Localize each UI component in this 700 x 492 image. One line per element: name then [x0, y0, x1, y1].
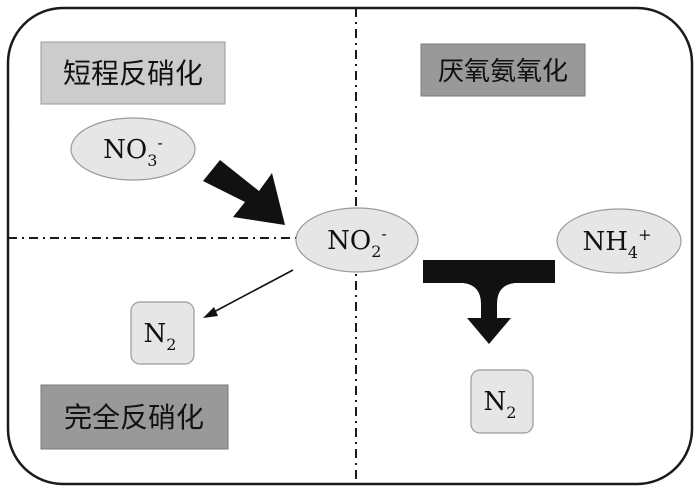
- title-short-denitrification: 短程反硝化: [40, 41, 226, 105]
- dinitrogen-left-subscript: 2: [166, 335, 176, 354]
- node-dinitrogen-left: N2: [130, 301, 195, 365]
- svg-text:NO2-: NO2-: [327, 224, 387, 261]
- arrow-nitrate-to-nitrite: [203, 160, 285, 225]
- nitrate-superscript: -: [157, 133, 162, 152]
- dinitrogen-left-base: N: [144, 319, 167, 349]
- title-complete-denitrification-text: 完全反硝化: [64, 401, 204, 434]
- arrow-nitrite-to-dinitrogen: [203, 269, 294, 318]
- ammonium-base: NH: [582, 227, 627, 257]
- node-nitrite: NO2-: [295, 207, 419, 273]
- node-ammonium: NH4+: [556, 208, 682, 274]
- svg-text:N2: N2: [484, 387, 517, 422]
- svg-text:NO3-: NO3-: [103, 133, 163, 170]
- svg-text:N2: N2: [144, 319, 177, 354]
- nitrite-subscript: 2: [371, 242, 381, 261]
- dinitrogen-right-subscript: 2: [506, 403, 516, 422]
- ammonium-subscript: 4: [628, 243, 638, 262]
- dinitrogen-right-base: N: [484, 387, 507, 417]
- title-complete-denitrification: 完全反硝化: [40, 384, 229, 450]
- nitrite-superscript: -: [381, 224, 386, 243]
- nitrate-base: NO: [103, 135, 147, 165]
- svg-text:NH4+: NH4+: [582, 225, 651, 262]
- title-anammox: 厌氧氨氧化: [420, 43, 586, 97]
- ammonium-superscript: +: [638, 225, 651, 244]
- node-dinitrogen-right: N2: [470, 369, 534, 434]
- nitrate-subscript: 3: [147, 151, 157, 170]
- arrow-anammox-merge: [423, 260, 555, 344]
- title-anammox-text: 厌氧氨氧化: [438, 57, 568, 87]
- nitrite-base: NO: [327, 226, 371, 256]
- title-short-denitrification-text: 短程反硝化: [63, 57, 203, 90]
- node-nitrate: NO3-: [70, 117, 196, 181]
